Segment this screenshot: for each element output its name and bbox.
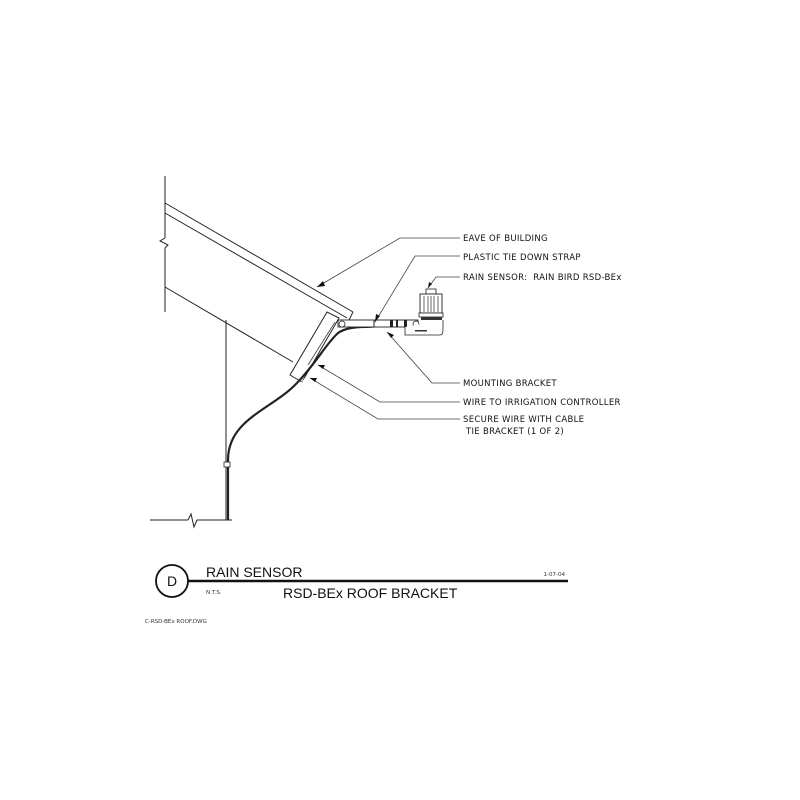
detail-title: RAIN SENSOR (206, 564, 302, 580)
detail-subtitle: RSD-BEx ROOF BRACKET (283, 585, 458, 601)
callout-sensor: RAIN SENSOR: RAIN BIRD RSD-BEx (463, 273, 622, 283)
callout-wire: WIRE TO IRRIGATION CONTROLLER (463, 398, 621, 408)
ground-line (150, 512, 232, 529)
file-name: C-RSD-BEx ROOF.DWG (145, 619, 207, 625)
callout-strap: PLASTIC TIE DOWN STRAP (463, 253, 581, 263)
roof-eave (164, 202, 354, 363)
rain-sensor (404, 288, 444, 336)
fascia-board (289, 311, 340, 383)
detail-scale: N.T.S. (206, 590, 222, 596)
leader-lines (309, 237, 460, 420)
detail-letter: D (167, 573, 177, 589)
callout-secure-1: SECURE WIRE WITH CABLE (463, 415, 584, 425)
title-block: D RAIN SENSOR 1-07-04 N.T.S. RSD-BEx ROO… (145, 564, 568, 625)
wall (158, 176, 169, 312)
detail-date: 1-07-04 (544, 572, 566, 578)
cable-tie-bracket (223, 461, 231, 468)
callout-eave: EAVE OF BUILDING (463, 234, 548, 244)
mounting-bracket (337, 319, 420, 328)
irrigation-wire (223, 321, 379, 520)
callout-bracket: MOUNTING BRACKET (463, 379, 557, 389)
callout-secure-2: TIE BRACKET (1 OF 2) (463, 427, 564, 437)
